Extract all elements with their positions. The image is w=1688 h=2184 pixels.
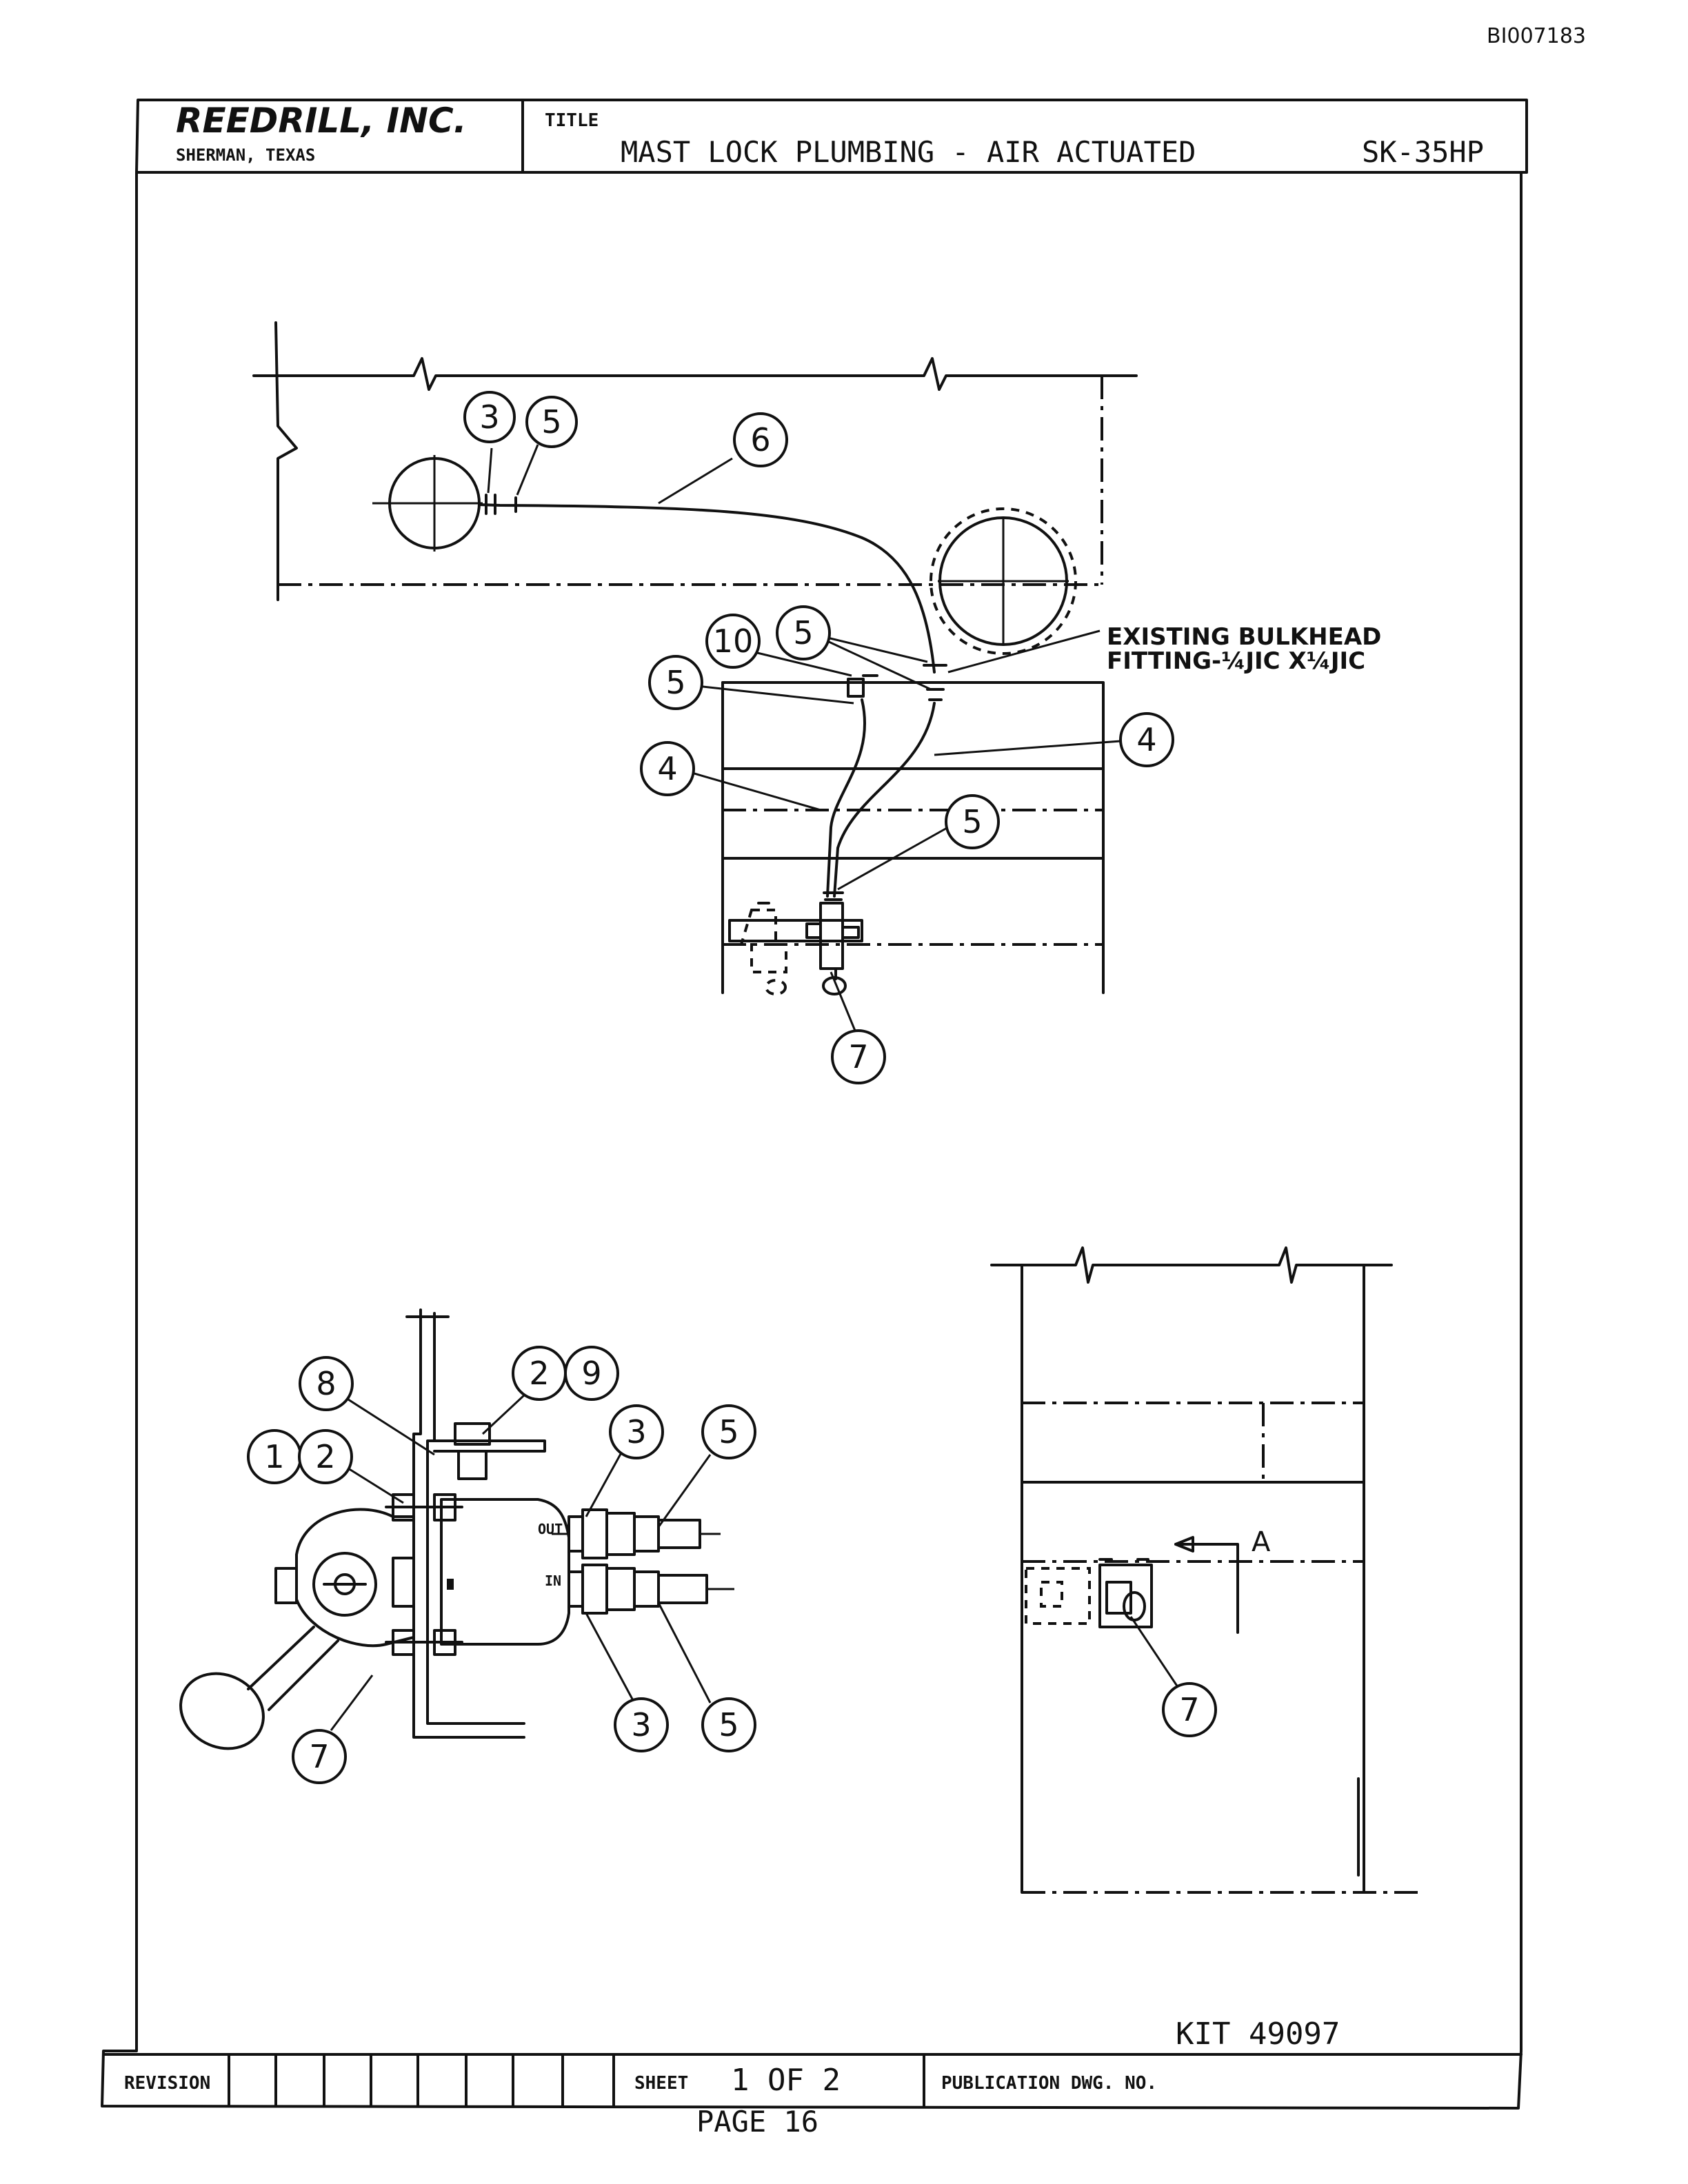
top-view-callouts: 3 5 6 10 5 5 4 4 5 7 [463,391,1174,1084]
border-frame [101,99,1528,2110]
top-view-leaders [487,444,1121,1031]
callout-9-detail: 9 [581,1355,601,1392]
callout-3-top: 3 [479,398,499,436]
publication-label: PUBLICATION DWG. NO. [941,2073,1157,2094]
section-mark-a: A [1252,1526,1271,1558]
bulkhead-note-line1: EXISTING BULKHEAD [1107,623,1381,651]
callout-5-detail-bottom: 5 [719,1706,738,1743]
callout-5-top-d: 5 [962,803,982,840]
revision-label: REVISION [124,2073,210,2094]
callout-5-top-a: 5 [541,403,561,441]
drawing-title: MAST LOCK PLUMBING - AIR ACTUATED [621,135,1196,169]
callout-1-detail: 1 [264,1438,284,1475]
bulkhead-note-line2: FITTING-¼JIC X¼JIC [1107,647,1365,675]
callout-6-top: 6 [750,421,770,458]
side-view: A 7 [990,1246,1420,1894]
callout-5-detail-top: 5 [719,1413,738,1450]
callout-7-side: 7 [1179,1691,1199,1728]
callout-2-detail: 2 [315,1438,335,1475]
kit-number: KIT 49097 [1176,2016,1340,2052]
callout-5-top-b: 5 [793,614,813,651]
detail-view-callouts: 8 2 9 1 2 3 5 3 5 7 [247,1346,756,1784]
port-in-label: IN [545,1573,561,1589]
sheet-value: 1 OF 2 [731,2063,841,2098]
model-number: SK-35HP [1362,135,1484,169]
revision-cells [228,2053,925,2107]
title-label: TITLE [545,110,599,131]
callout-4-top-right: 4 [1136,721,1156,758]
detail-view: OUT IN 8 2 [179,1308,756,1784]
callout-3-detail-top: 3 [626,1413,646,1450]
callout-2-detail-top: 2 [529,1355,549,1392]
sheet-label: SHEET [634,2073,688,2094]
company-name: REEDRILL, INC. [176,101,467,141]
callout-3-detail-bottom: 3 [631,1706,651,1743]
title-block: REEDRILL, INC. SHERMAN, TEXAS TITLE MAST… [176,101,1484,169]
callout-5-top-c: 5 [665,664,685,701]
company-location: SHERMAN, TEXAS [176,145,315,165]
callout-10-top: 10 [713,623,754,660]
page-number: PAGE 16 [696,2105,818,2138]
callout-8-detail: 8 [316,1365,336,1402]
document-id: BI007183 [1487,24,1586,48]
callout-7-top: 7 [848,1038,868,1075]
callout-7-detail: 7 [309,1738,329,1775]
valve-assembly-top [728,891,863,995]
top-view: 3 5 6 10 5 5 4 4 5 7 EXISTING BULKHEAD F… [252,321,1381,1084]
callout-4-top-left: 4 [657,750,677,787]
footer: KIT 49097 REVISION SHEET 1 OF 2 PUBLICAT… [124,2016,1340,2138]
